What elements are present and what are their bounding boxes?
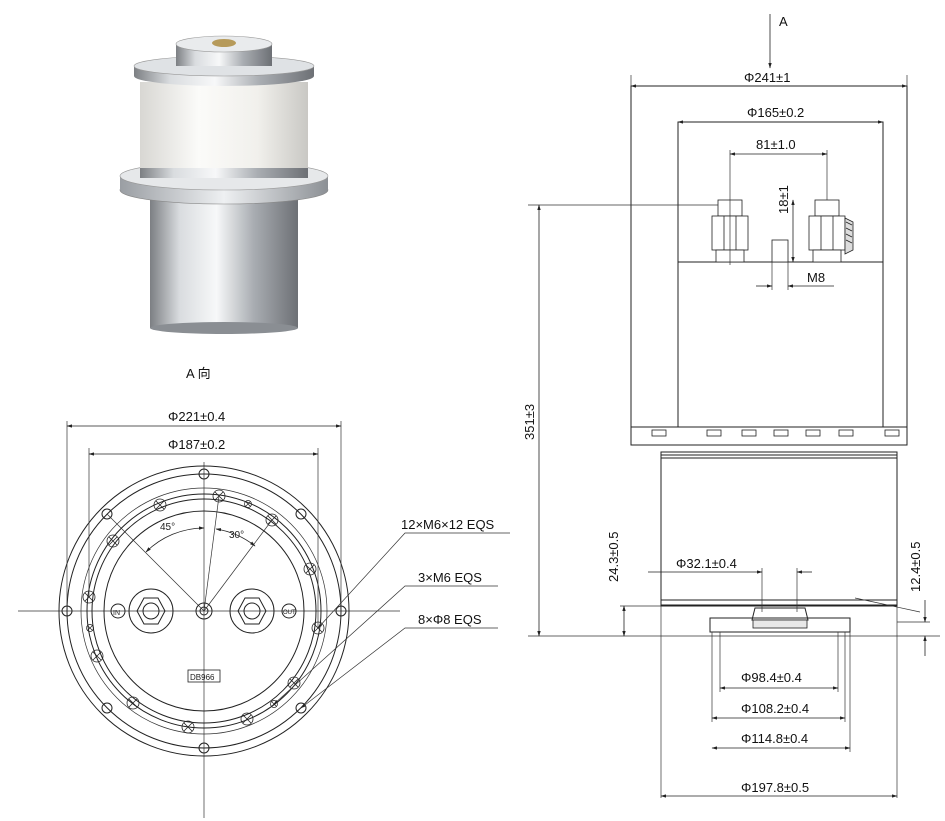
terminal-height-dim: 18±1 xyxy=(776,185,791,214)
angle-30-label: 30° xyxy=(229,530,244,541)
d1-dim: Φ98.4±0.4 xyxy=(741,670,802,685)
d2-dim: Φ108.2±0.4 xyxy=(741,701,809,716)
product-photo xyxy=(119,35,329,334)
bolt-circle-dim: Φ187±0.2 xyxy=(168,437,225,452)
callout-m6: 3×M6 EQS xyxy=(418,570,482,585)
overall-height-dim: 351±3 xyxy=(522,404,537,440)
model-tag-box xyxy=(187,669,221,683)
terminal-circle-dim: Φ165±0.2 xyxy=(747,105,804,120)
direction-label: A 向 xyxy=(186,366,211,381)
d4-dim: Φ197.8±0.5 xyxy=(741,780,809,795)
bottom-view: 45° 30° IN OUT DB966 Φ221±0.4 xyxy=(18,409,510,818)
port-out-label: OUT xyxy=(283,610,296,616)
model-tag: DB966 xyxy=(190,673,215,682)
port-in-label: IN xyxy=(113,610,120,617)
terminal-spacing-dim: 81±1.0 xyxy=(756,137,796,152)
outer-flange-dim: Φ221±0.4 xyxy=(168,409,225,424)
bore-dim: Φ32.1±0.4 xyxy=(676,556,737,571)
out-connector: OUT xyxy=(229,588,297,634)
terminal-right xyxy=(808,199,854,263)
overall-diameter-dim: Φ241±1 xyxy=(744,70,790,85)
flange-height-dim: 24.3±0.5 xyxy=(606,531,621,582)
side-view: A xyxy=(522,14,940,798)
in-connector: IN xyxy=(110,588,174,634)
angle-45-label: 45° xyxy=(160,522,175,533)
callout-m6x12: 12×M6×12 EQS xyxy=(401,517,495,532)
callout-phi8: 8×Φ8 EQS xyxy=(418,612,482,627)
d3-dim: Φ114.8±0.4 xyxy=(741,731,808,746)
thread-dim: M8 xyxy=(807,270,825,285)
lower-step-dim: 12.4±0.5 xyxy=(908,541,923,592)
view-arrow-label: A xyxy=(779,14,788,29)
